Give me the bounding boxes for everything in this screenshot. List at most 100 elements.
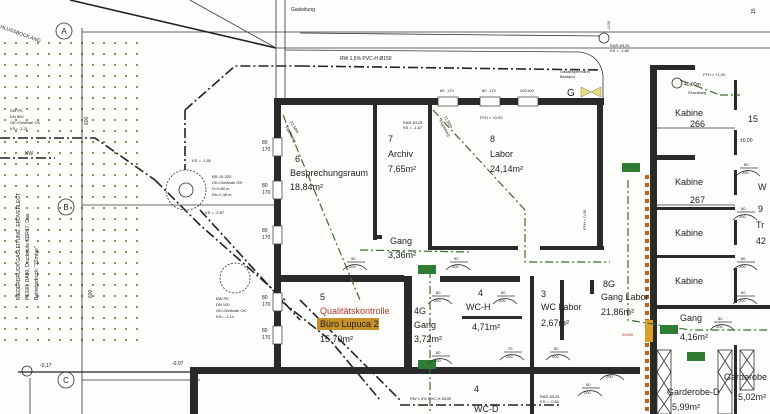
grass-dot [48,306,50,308]
facade-dot [645,191,649,195]
grass-dot [92,218,94,220]
facade-dot [645,247,649,251]
facade-dot [645,343,649,347]
svg-text:FFH = +0,00: FFH = +0,00 [480,115,503,120]
grass-dot [136,317,138,319]
grass-dot [92,196,94,198]
grass-dot [48,174,50,176]
grass-dot [125,130,127,132]
grass-dot [125,328,127,330]
grass-dot [37,229,39,231]
grass-dot [114,295,116,297]
grass-dot [103,53,105,55]
svg-text:90: 90 [586,382,591,387]
grass-dot [125,218,127,220]
svg-text:80: 80 [262,228,268,234]
grass-dot [114,53,116,55]
grass-dot [26,317,28,319]
facade-dot [645,383,649,387]
grass-dot [48,86,50,88]
grass-dot [59,317,61,319]
grass-dot [15,196,17,198]
grass-dot [70,207,72,209]
grass-dot [103,75,105,77]
grass-dot [70,306,72,308]
lockers [656,349,755,414]
svg-text:NIEDERDRUCK-GASLEITUNG, ERDVER: NIEDERDRUCK-GASLEITUNG, ERDVERLEGT [16,193,22,300]
svg-text:Gang: Gang [390,236,412,246]
facade-dot [645,175,649,179]
grass-dot [48,53,50,55]
grass-dot [15,207,17,209]
grass-dot [103,119,105,121]
grass-dot [48,295,50,297]
gas-line-label: Gasleitung [291,7,315,13]
grass-dot [114,163,116,165]
grass-dot [4,185,6,187]
svg-text:WC Labor: WC Labor [541,302,582,312]
cabin-267: Kabine 267 [675,177,705,205]
grass-dot [48,339,50,341]
grass-dot [136,251,138,253]
svg-text:170: 170 [262,235,271,241]
grass-dot [114,108,116,110]
svg-text:267: 267 [690,195,705,205]
grass-dot [15,240,17,242]
svg-text:200: 200 [520,88,527,93]
svg-text:RAR Ø125: RAR Ø125 [610,43,630,48]
grass-dot [70,185,72,187]
grass-dot [4,196,6,198]
grass-dot [92,273,94,275]
gas-pipe-note: NIEDERDRUCK-GASLEITUNG, ERDVERLEGT PE100… [16,193,40,300]
grass-dot [125,86,127,88]
svg-text:B: B [63,203,68,212]
grass-dot [70,317,72,319]
facade-dot [645,311,649,315]
grass-dot [92,53,94,55]
grass-dot [103,240,105,242]
grass-dot [4,262,6,264]
grass-dot [48,163,50,165]
svg-text:100: 100 [527,88,534,93]
grass-dot [4,130,6,132]
grass-dot [70,130,72,132]
svg-text:80: 80 [741,290,746,295]
grass-dot [26,339,28,341]
grass-dot [15,119,17,121]
grass-dot [59,295,61,297]
grass-dot [15,295,17,297]
grass-dot [59,53,61,55]
grass-dot [125,306,127,308]
grass-dot [114,86,116,88]
grass-dot [103,218,105,220]
grass-dot [114,119,116,121]
svg-text:200: 200 [499,298,506,303]
grass-dot [70,262,72,264]
svg-text:200: 200 [742,170,749,175]
grass-dot [26,141,28,143]
grass-dot [136,64,138,66]
grass-dot [26,284,28,286]
grass-dot [125,240,127,242]
svg-text:Besprechungsraum: Besprechungsraum [290,168,368,178]
room-garderobe-right: Garderobe 5,02m² [724,372,767,402]
grass-dot [26,273,28,275]
grass-dot [4,218,6,220]
svg-text:3,72m²: 3,72m² [414,334,442,344]
grass-dot [59,152,61,154]
escape-route-1 [282,114,361,301]
grass-dot [114,152,116,154]
grass-dot [59,185,61,187]
grass-dot [103,317,105,319]
svg-text:80: 80 [262,183,268,189]
grass-dot [15,306,17,308]
grass-dot [103,284,105,286]
grass-dot [70,141,72,143]
grass-dot [48,273,50,275]
